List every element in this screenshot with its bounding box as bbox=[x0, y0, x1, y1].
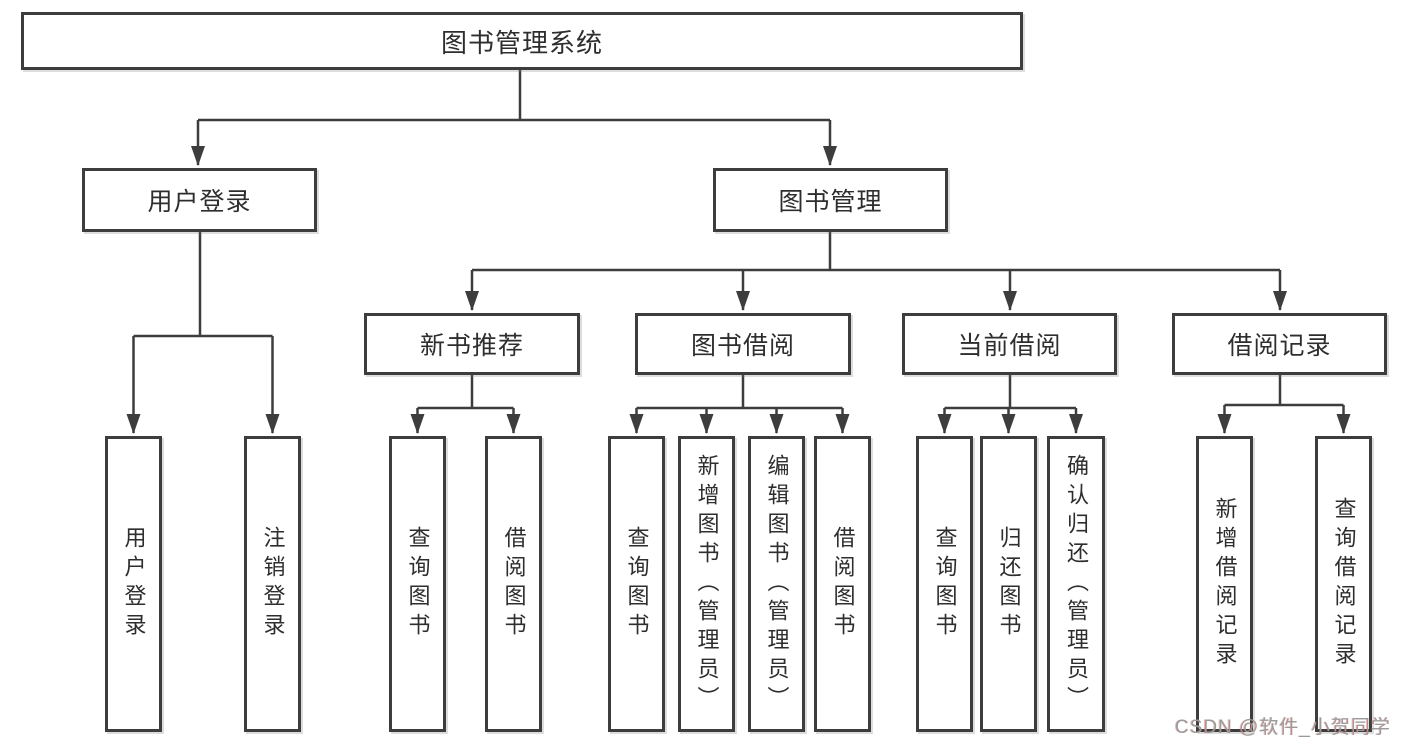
node-borrow-records: 借阅记录 bbox=[1172, 313, 1387, 375]
node-book-management-label: 图书管理 bbox=[778, 188, 883, 216]
leaf-edit-books-admin: 编辑图书（管理员） bbox=[748, 436, 805, 732]
rail-records-to-leaves bbox=[1224, 375, 1344, 407]
leaf-user-login: 用户登录 bbox=[105, 436, 162, 732]
csdn-watermark: CSDN @软件_小贺同学 bbox=[1175, 717, 1391, 738]
leaf-return-books: 归还图书 bbox=[980, 436, 1037, 732]
rail-root-to-level2 bbox=[198, 70, 830, 122]
leaf-user-login-label: 用户登录 bbox=[121, 526, 147, 642]
rail-newbook-to-leaves bbox=[417, 375, 514, 410]
node-borrow-records-label: 借阅记录 bbox=[1227, 332, 1332, 360]
node-new-book-recommend: 新书推荐 bbox=[364, 313, 580, 375]
leaf-query-books-recommend-label: 查询图书 bbox=[405, 526, 431, 642]
leaf-query-books-borrow-label: 查询图书 bbox=[624, 526, 650, 642]
rail-manage-to-level3 bbox=[472, 232, 1280, 272]
leaf-query-borrow-record: 查询借阅记录 bbox=[1315, 436, 1372, 732]
node-root: 图书管理系统 bbox=[21, 12, 1023, 70]
leaf-borrow-books: 借阅图书 bbox=[814, 436, 871, 732]
leaf-borrow-books-recommend-label: 借阅图书 bbox=[501, 526, 527, 642]
leaf-logout-label: 注销登录 bbox=[260, 526, 286, 642]
node-new-book-recommend-label: 新书推荐 bbox=[419, 332, 524, 360]
rail-current-to-leaves bbox=[944, 375, 1076, 410]
node-user-login-label: 用户登录 bbox=[147, 188, 252, 216]
leaf-add-borrow-record-label: 新增借阅记录 bbox=[1212, 497, 1238, 671]
node-current-borrow-label: 当前借阅 bbox=[957, 332, 1062, 360]
leaf-add-borrow-record: 新增借阅记录 bbox=[1196, 436, 1253, 732]
leaf-confirm-return-admin-label: 确认归还（管理员） bbox=[1064, 453, 1089, 715]
leaf-query-books-recommend: 查询图书 bbox=[389, 436, 446, 732]
leaf-logout: 注销登录 bbox=[244, 436, 301, 732]
node-current-borrow: 当前借阅 bbox=[902, 313, 1117, 375]
leaf-query-books-borrow: 查询图书 bbox=[608, 436, 665, 732]
leaf-borrow-books-recommend: 借阅图书 bbox=[485, 436, 542, 732]
leaf-query-books-current-label: 查询图书 bbox=[932, 526, 958, 642]
leaf-return-books-label: 归还图书 bbox=[996, 526, 1022, 642]
node-book-borrow: 图书借阅 bbox=[635, 313, 851, 375]
node-book-management: 图书管理 bbox=[713, 168, 948, 232]
leaf-query-books-current: 查询图书 bbox=[916, 436, 973, 732]
leaf-confirm-return-admin: 确认归还（管理员） bbox=[1047, 436, 1105, 732]
node-user-login: 用户登录 bbox=[82, 168, 317, 232]
node-root-label: 图书管理系统 bbox=[440, 27, 603, 58]
leaf-add-books-admin: 新增图书（管理员） bbox=[678, 436, 735, 732]
leaf-add-books-admin-label: 新增图书（管理员） bbox=[694, 453, 720, 715]
rail-borrow-to-leaves bbox=[636, 375, 843, 410]
leaf-query-borrow-record-label: 查询借阅记录 bbox=[1331, 497, 1357, 671]
node-book-borrow-label: 图书借阅 bbox=[690, 332, 795, 360]
rail-login-to-leaves bbox=[133, 232, 273, 338]
leaf-edit-books-admin-label: 编辑图书（管理员） bbox=[764, 453, 790, 715]
leaf-borrow-books-label: 借阅图书 bbox=[830, 526, 856, 642]
